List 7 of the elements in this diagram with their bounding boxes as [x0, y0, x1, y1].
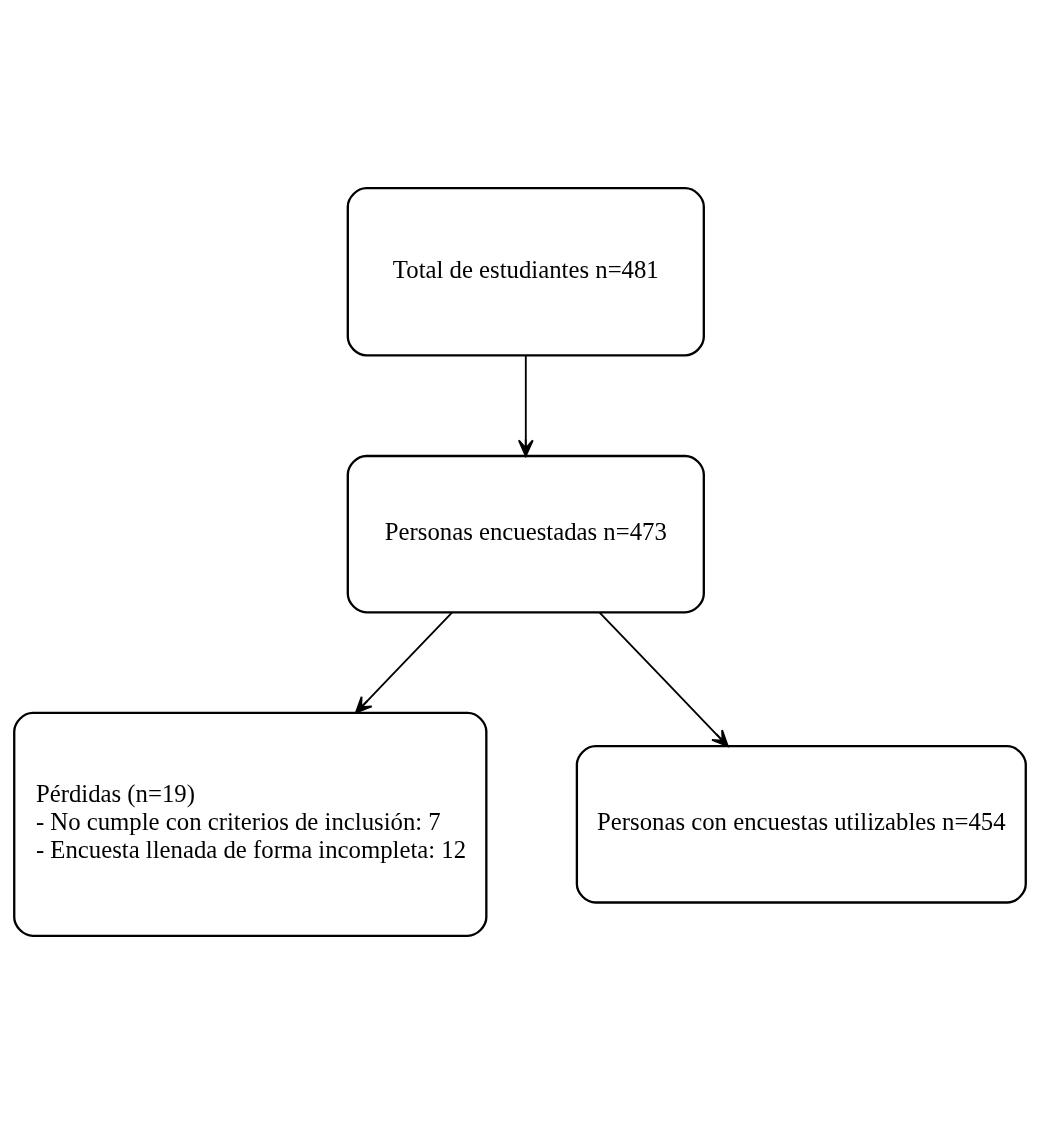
- node-box: Personas con encuestas utilizables n=454: [575, 745, 1027, 904]
- node-box: Total de estudiantes n=481: [346, 187, 705, 357]
- arrow: [355, 611, 453, 714]
- node-box: Pérdidas (n=19) - No cumple con criterios de inclusión: 7 - Encuesta llenada de forma incompleta: 12: [13, 711, 488, 937]
- arrow: [517, 355, 534, 457]
- node-box: Personas encuestadas n=473: [346, 454, 705, 614]
- arrow: [598, 611, 729, 748]
